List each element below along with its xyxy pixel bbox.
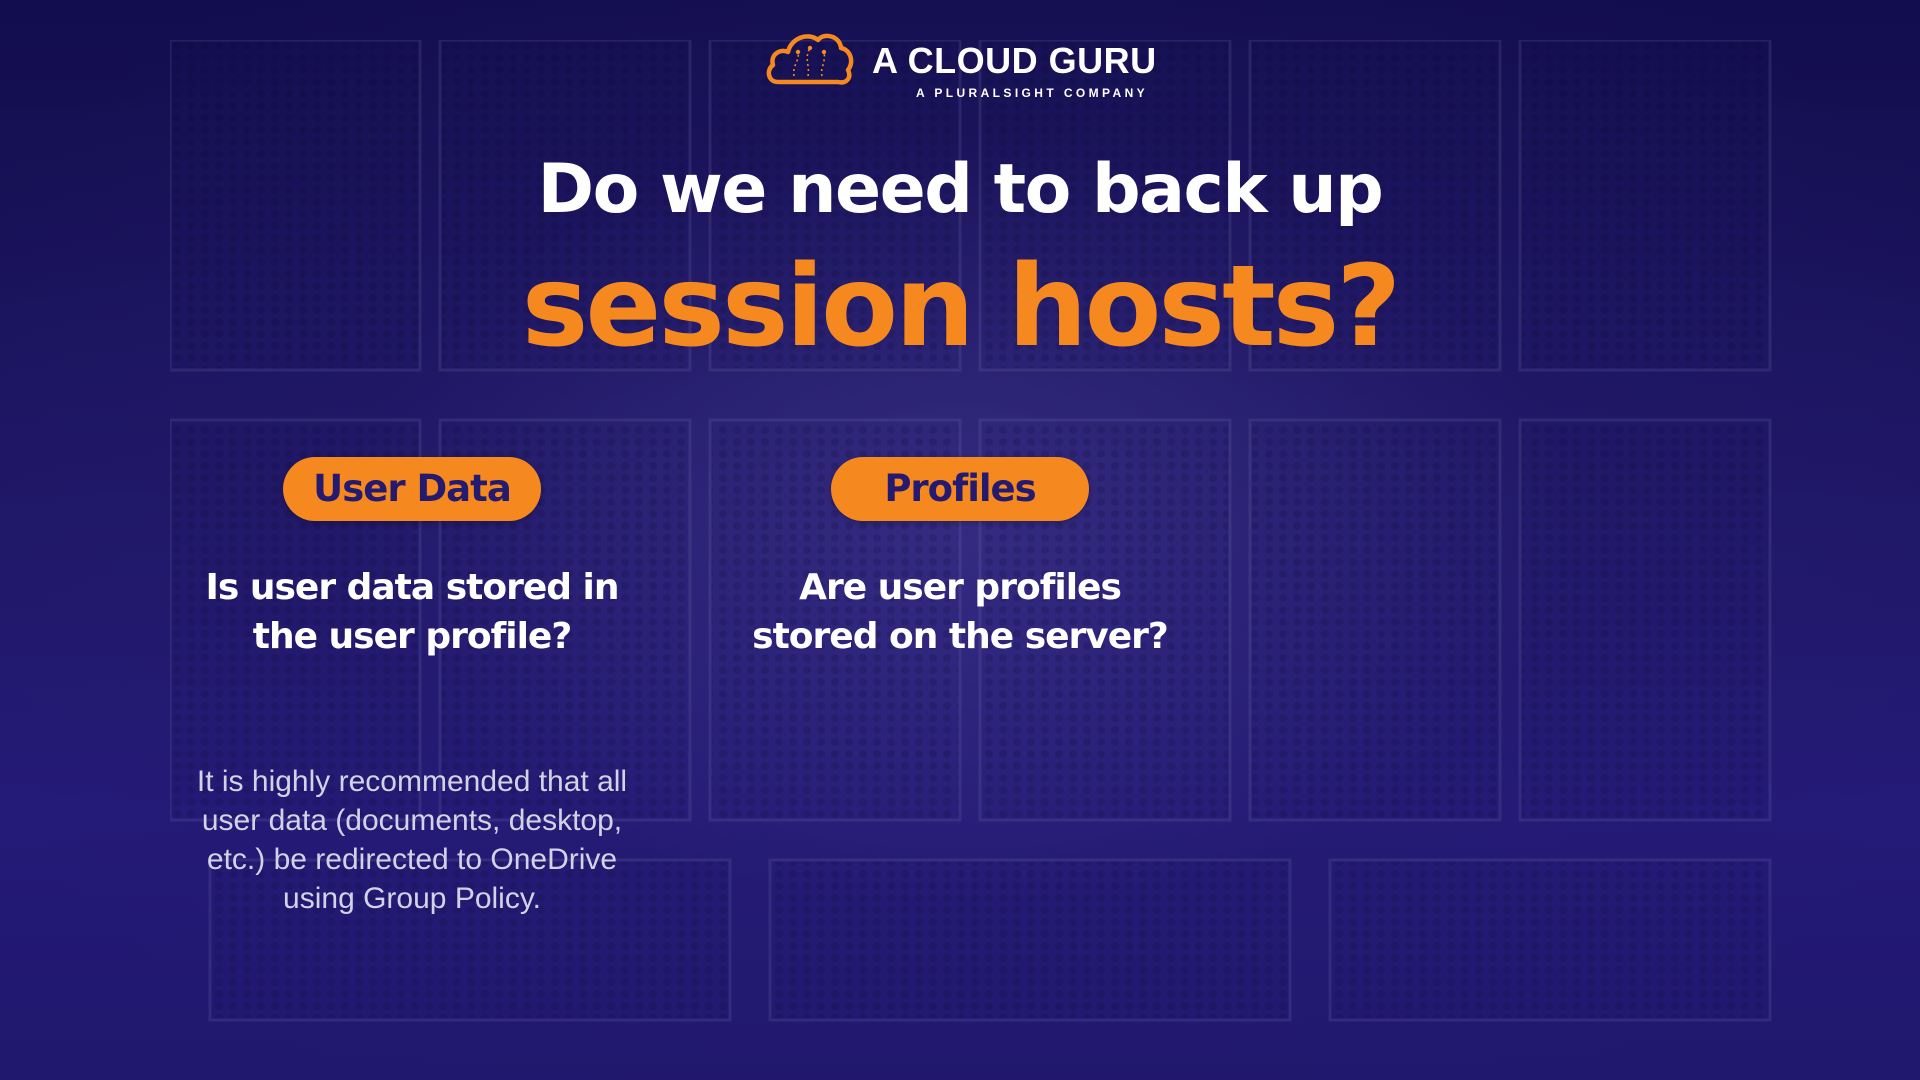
user-data-question-line-1: Is user data stored in bbox=[205, 567, 619, 608]
note-line: It is highly recommended that all bbox=[196, 765, 628, 798]
headline-line-2: session hosts? bbox=[521, 242, 1402, 372]
profiles-question-line-2: stored on the server? bbox=[752, 616, 1169, 657]
user-data-question: Is user data stored in the user profile? bbox=[172, 563, 652, 661]
note-line: user data (documents, desktop, bbox=[201, 804, 623, 837]
note-line: using Group Policy. bbox=[283, 882, 541, 915]
user-data-question-line-2: the user profile? bbox=[252, 616, 572, 657]
brand-name: A CLOUD GURU bbox=[872, 40, 1157, 81]
profiles-question-line-1: Are user profiles bbox=[799, 567, 1122, 608]
note-line: etc.) be redirected to OneDrive bbox=[206, 843, 618, 876]
profiles-badge: Profiles bbox=[831, 457, 1089, 521]
brand-tagline: A PLURALSIGHT COMPANY bbox=[916, 86, 1149, 100]
user-data-note: It is highly recommended that all user d… bbox=[172, 762, 652, 918]
profiles-question: Are user profiles stored on the server? bbox=[720, 563, 1200, 661]
cloud-icon bbox=[766, 33, 854, 85]
headline-line-1: Do we need to back up bbox=[537, 150, 1384, 229]
brand-logo: A CLOUD GURU A PLURALSIGHT COMPANY bbox=[764, 28, 1164, 100]
user-data-badge: User Data bbox=[283, 457, 541, 521]
